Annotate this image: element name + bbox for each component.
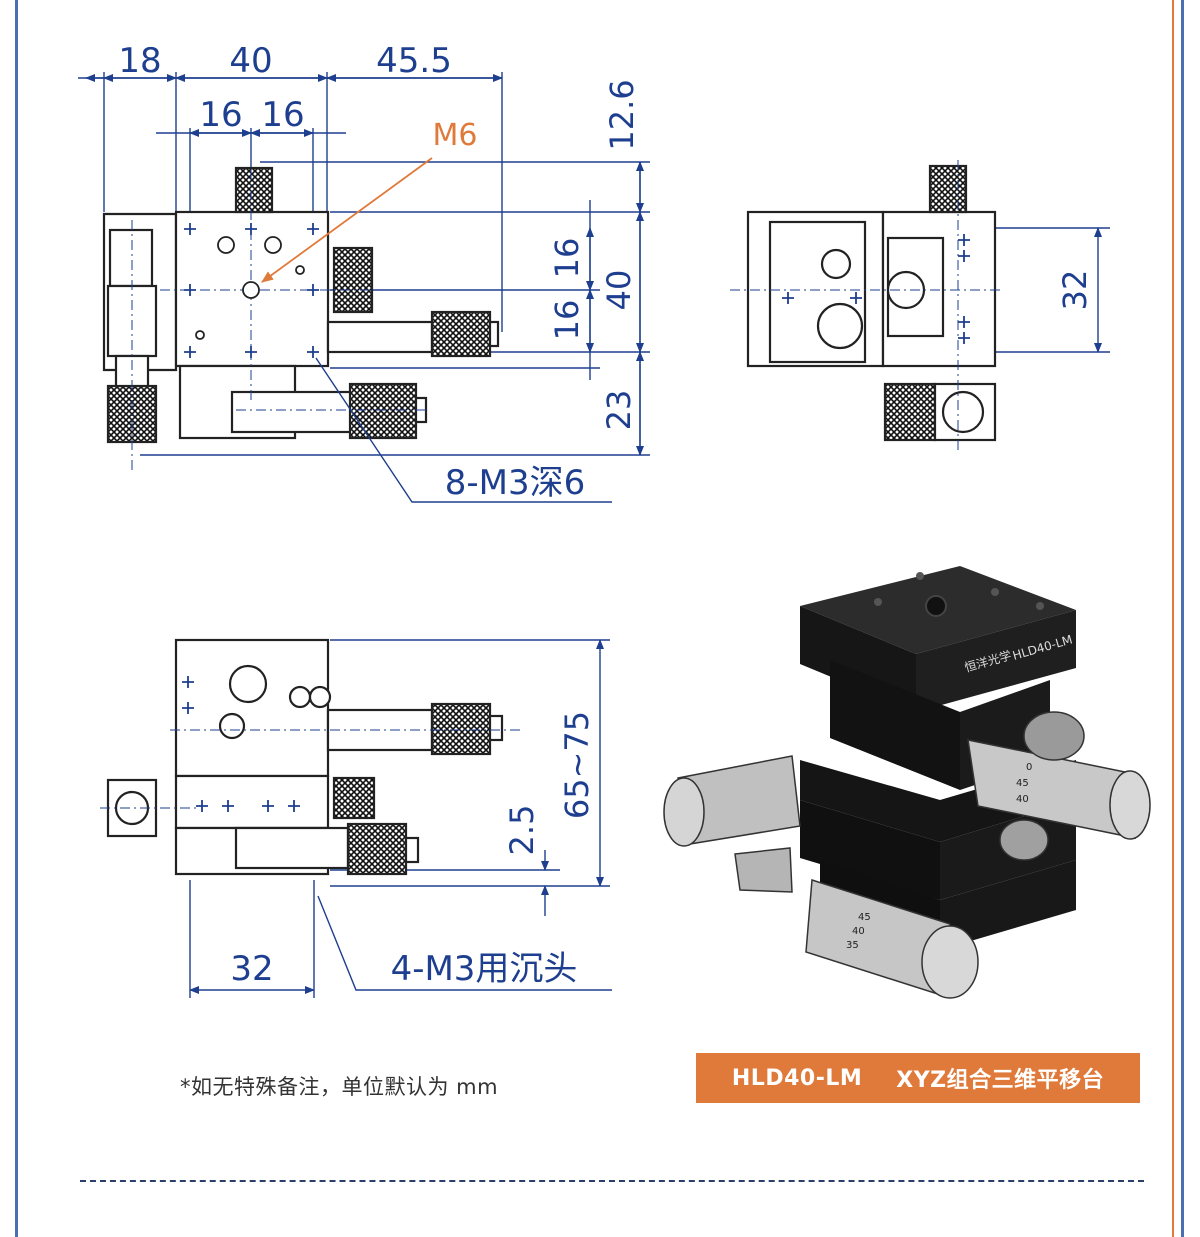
top-view: 18 40 45.5 16 16 12.6 16 16 40 23 bbox=[78, 41, 650, 503]
callout-8-m3: 8-M3深6 bbox=[445, 463, 586, 503]
dim-45-5: 45.5 bbox=[376, 41, 452, 81]
dim-65-75: 65~75 bbox=[558, 711, 596, 819]
scale-mark-40b: 40 bbox=[852, 926, 865, 937]
right-border-line bbox=[1181, 0, 1184, 1237]
scale-mark-35: 35 bbox=[846, 940, 859, 951]
scale-mark-45b: 45 bbox=[858, 912, 871, 923]
side-view: 32 bbox=[730, 160, 1110, 450]
dim-2-5: 2.5 bbox=[503, 805, 541, 856]
dashed-divider bbox=[80, 1180, 1144, 1182]
scale-mark-40a: 40 bbox=[1016, 794, 1029, 805]
dim-16-lower: 16 bbox=[548, 300, 586, 341]
scale-mark-45a: 45 bbox=[1016, 778, 1029, 789]
unit-note: *如无特殊备注，单位默认为 mm bbox=[180, 1075, 499, 1099]
right-accent-line bbox=[1172, 0, 1174, 1237]
dim-40-vertical: 40 bbox=[600, 270, 638, 311]
dim-32-front: 32 bbox=[230, 949, 273, 989]
product-badge: HLD40-LM XYZ组合三维平移台 bbox=[696, 1053, 1140, 1103]
dim-16-upper: 16 bbox=[548, 238, 586, 279]
dim-40: 40 bbox=[229, 41, 272, 81]
dim-16-right: 16 bbox=[261, 95, 304, 135]
dim-23: 23 bbox=[600, 390, 638, 431]
badge-model: HLD40-LM bbox=[731, 1065, 863, 1091]
dim-16-left: 16 bbox=[199, 95, 242, 135]
callout-m6: M6 bbox=[433, 118, 478, 153]
product-photo: 恒洋光学 HLD40-LM 0 45 40 45 40 35 bbox=[663, 566, 1151, 999]
dim-18: 18 bbox=[118, 41, 161, 81]
dim-32-side: 32 bbox=[1056, 270, 1094, 311]
scale-mark-0: 0 bbox=[1026, 762, 1032, 773]
callout-4-m3: 4-M3用沉头 bbox=[391, 949, 578, 989]
front-view: 65~75 2.5 32 4-M3用沉头 bbox=[100, 638, 612, 998]
dim-12-6: 12.6 bbox=[603, 79, 641, 150]
left-border-line bbox=[15, 0, 18, 1237]
badge-title: XYZ组合三维平移台 bbox=[896, 1068, 1105, 1093]
